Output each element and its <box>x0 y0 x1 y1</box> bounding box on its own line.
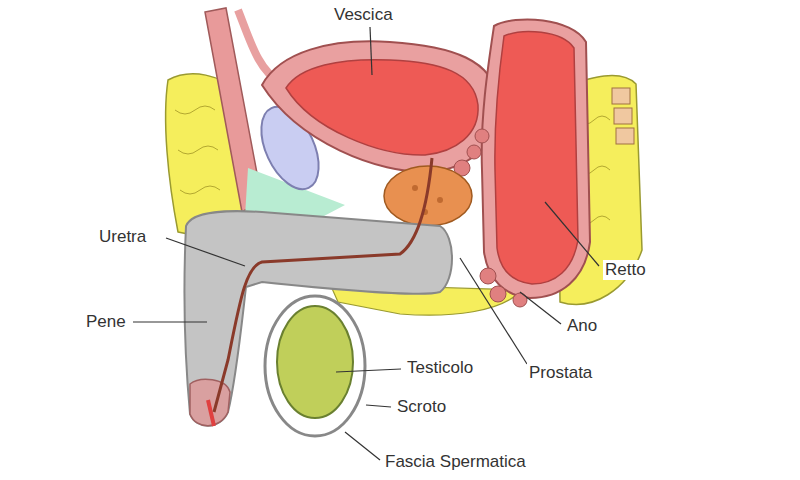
part-label: Retto <box>603 260 648 280</box>
part-label: Pene <box>84 312 128 332</box>
part-label: Prostata <box>527 363 594 383</box>
part-label: Uretra <box>97 227 148 247</box>
part-label: Ano <box>565 316 599 336</box>
part-label: Vescica <box>332 5 395 25</box>
part-label: Scroto <box>395 397 448 417</box>
part-label: Testicolo <box>405 358 475 378</box>
part-label: Fascia Spermatica <box>383 452 528 472</box>
